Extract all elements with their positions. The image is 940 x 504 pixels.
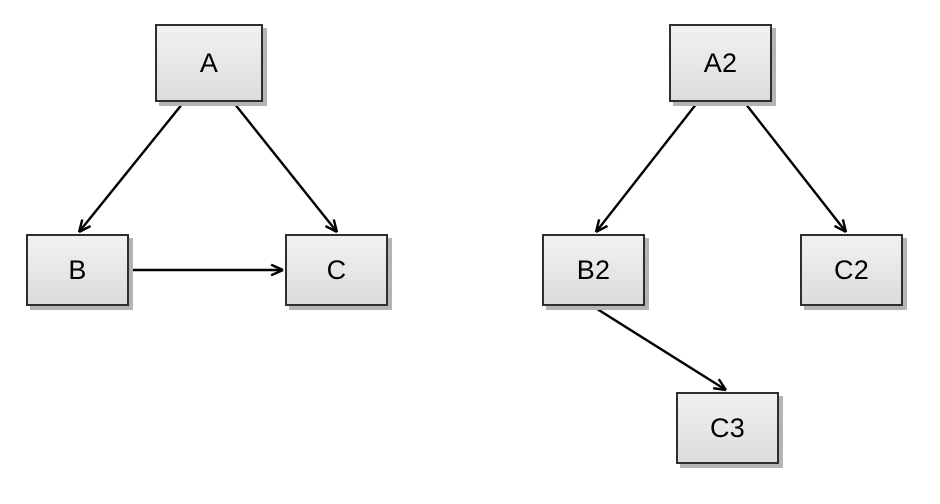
arrowhead-barb xyxy=(78,225,92,234)
edge-a-to-c xyxy=(233,102,339,234)
node-c2[interactable]: C2 xyxy=(800,234,903,306)
arrowhead-barb xyxy=(717,378,727,391)
arrowhead-barb xyxy=(712,386,727,392)
arrowhead-barb xyxy=(270,268,284,277)
edge-line xyxy=(78,102,184,233)
arrowhead-barb xyxy=(595,224,609,234)
node-a[interactable]: A xyxy=(155,24,263,102)
edge-line xyxy=(744,102,847,233)
node-label: C3 xyxy=(710,412,745,443)
node-b2[interactable]: B2 xyxy=(542,234,645,306)
arrowhead-barb xyxy=(841,219,848,233)
edge-a2-to-b2 xyxy=(594,102,698,234)
node-a2[interactable]: A2 xyxy=(669,24,772,102)
arrowhead-barb xyxy=(833,224,847,234)
edge-a-to-b xyxy=(77,102,184,234)
edge-line xyxy=(593,305,727,392)
node-label: A2 xyxy=(703,47,738,78)
arrowhead-barb xyxy=(324,224,338,234)
node-label: B2 xyxy=(576,254,611,285)
edge-line xyxy=(233,102,338,233)
edge-b2-to-c3 xyxy=(593,305,727,392)
node-c[interactable]: C xyxy=(285,234,388,306)
edge-b-to-c xyxy=(130,263,284,277)
arrowhead-barb xyxy=(594,219,601,233)
node-c3[interactable]: C3 xyxy=(676,392,779,464)
arrowhead-barb xyxy=(77,219,84,233)
node-label: B xyxy=(68,254,87,285)
node-label: C2 xyxy=(834,254,869,285)
edge-line xyxy=(595,102,698,233)
edge-a2-to-c2 xyxy=(744,102,848,234)
node-b[interactable]: B xyxy=(26,234,129,306)
node-label: C xyxy=(326,254,347,285)
node-label: A xyxy=(199,47,219,78)
arrowhead-barb xyxy=(270,263,284,272)
arrowhead-barb xyxy=(332,219,339,233)
